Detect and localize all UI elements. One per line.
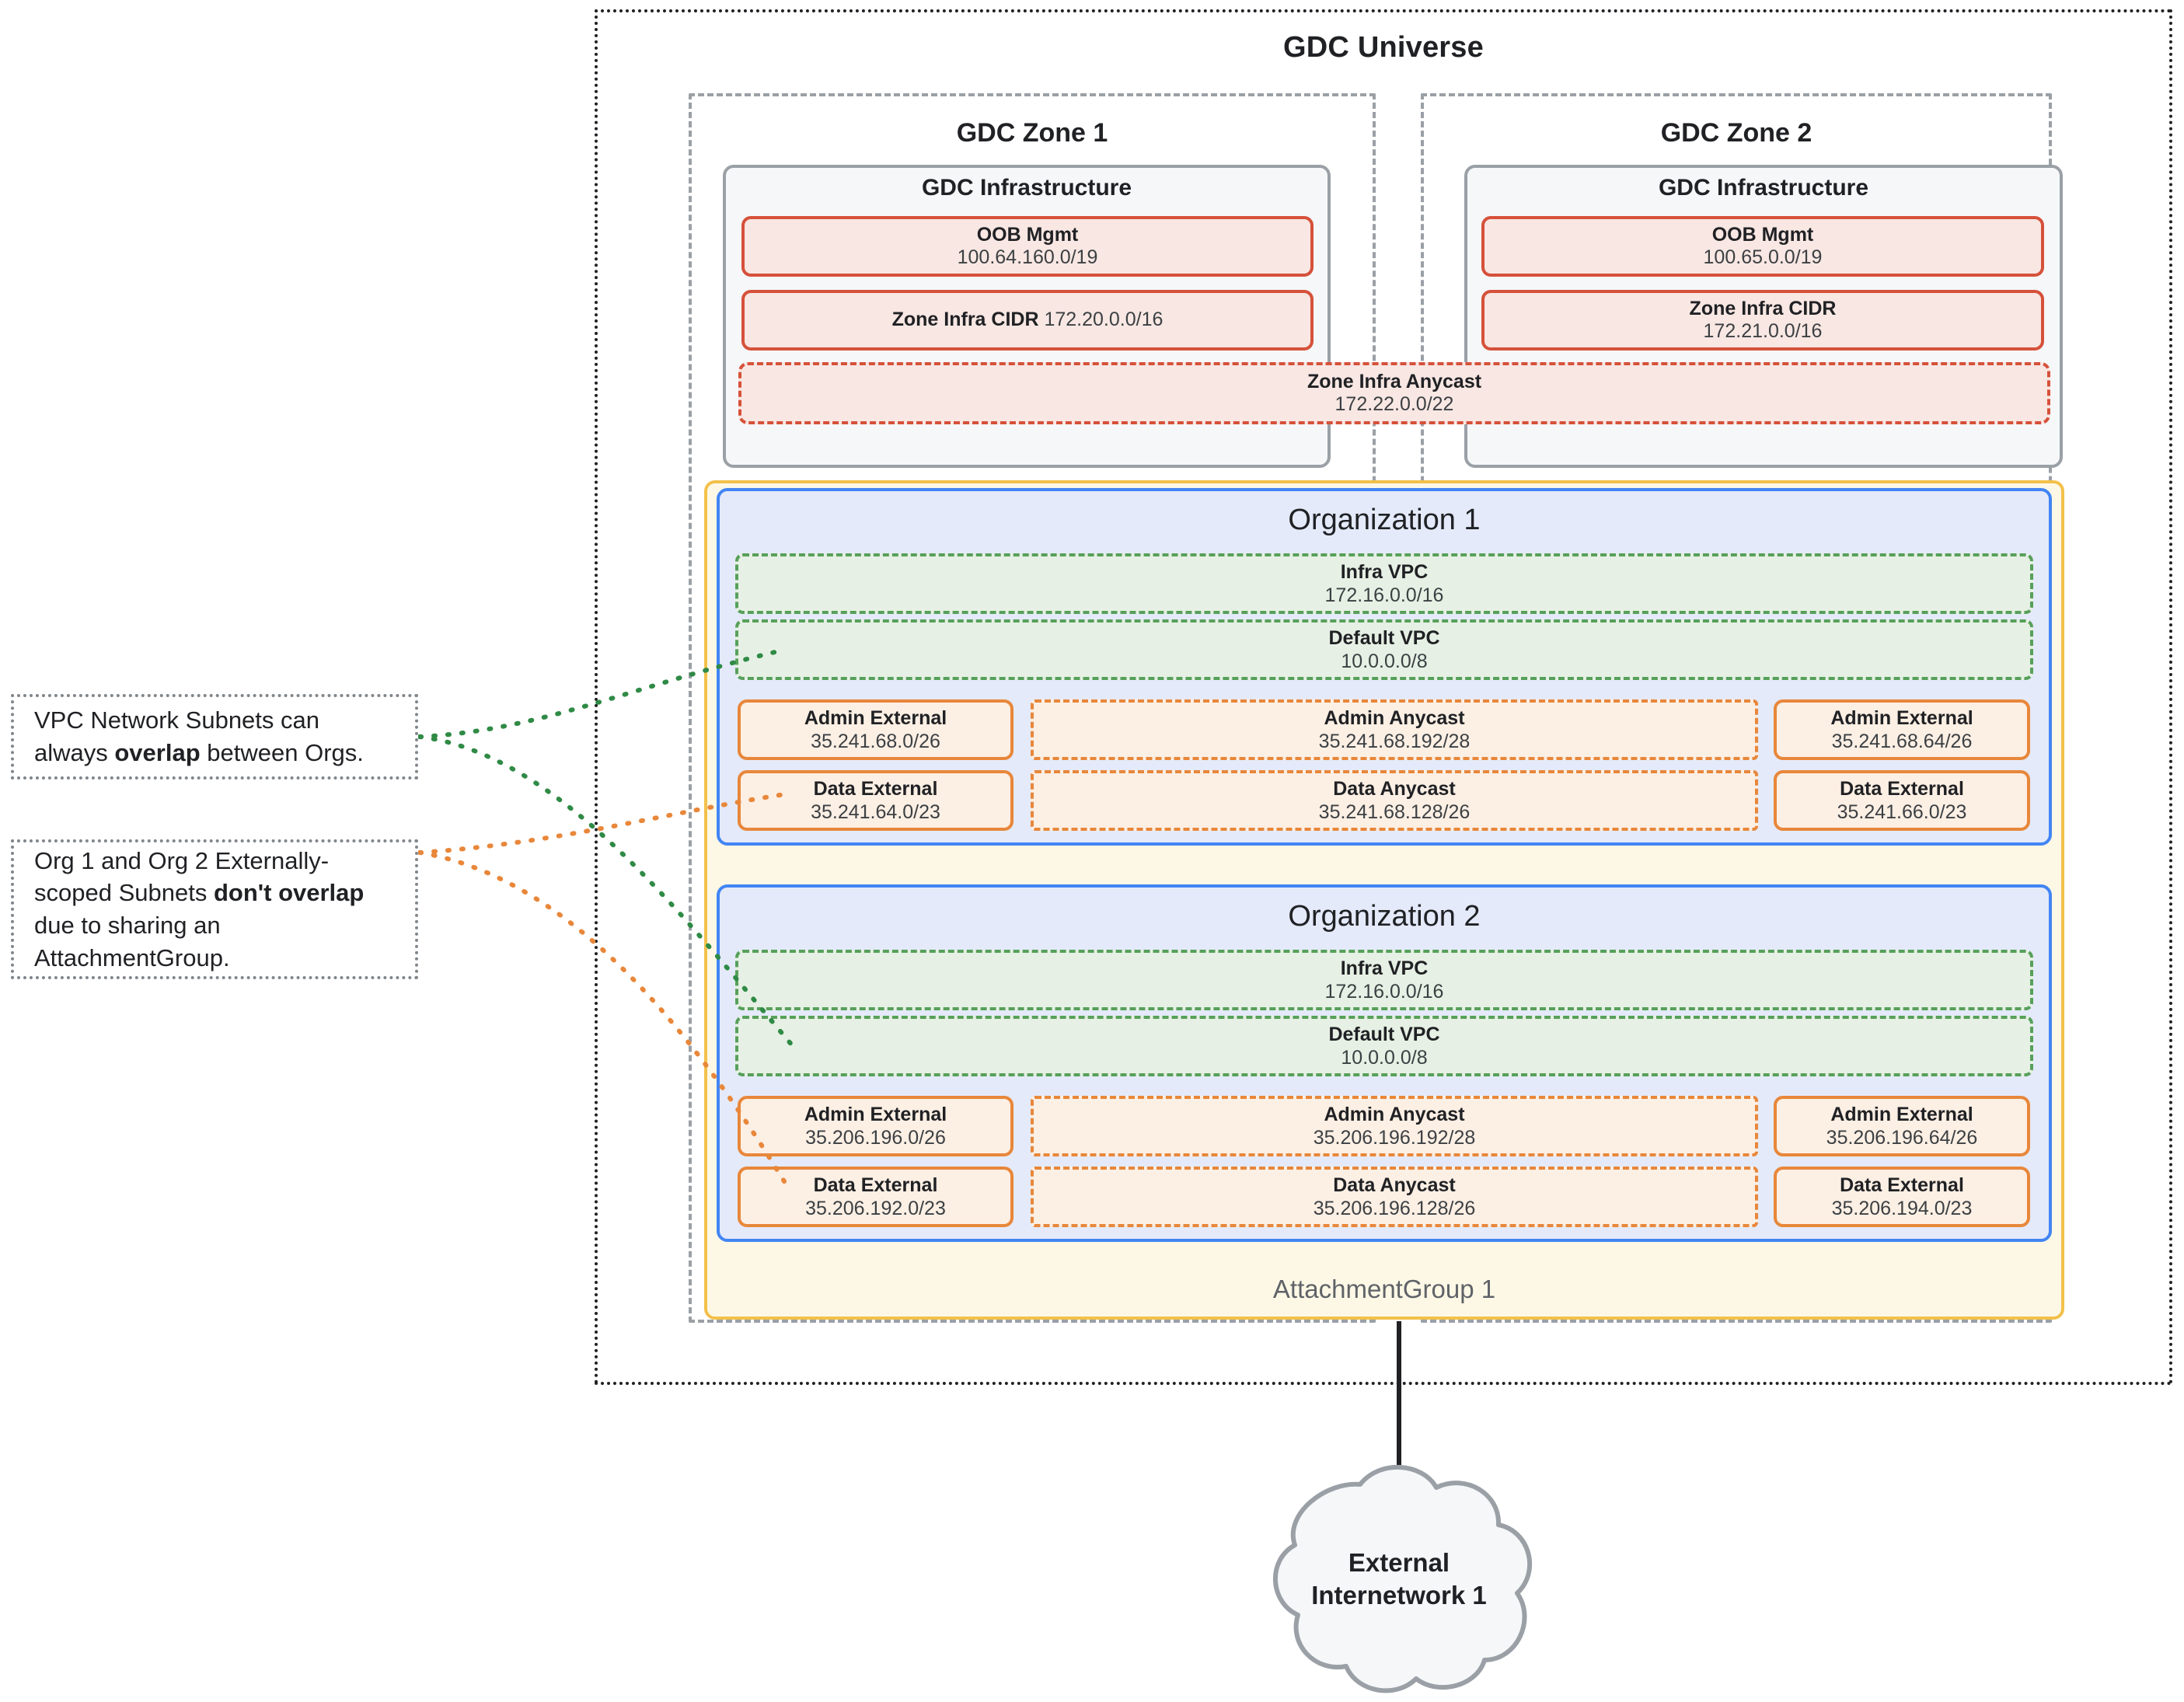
infra-vpc-label-org2: Infra VPC	[1340, 957, 1429, 979]
admin-anycast-label-org1: Admin Anycast	[1324, 707, 1465, 729]
admin-external-left-box-org2: Admin External 35.206.196.0/26	[738, 1096, 1014, 1156]
data-anycast-cidr-org1: 35.241.68.128/26	[1318, 801, 1471, 823]
organization-2-title: Organization 2	[1288, 900, 1481, 933]
gdc-universe-title: GDC Universe	[1283, 31, 1484, 64]
infra-vpc-label-org1: Infra VPC	[1340, 561, 1429, 583]
data-anycast-box-org2: Data Anycast 35.206.196.128/26	[1031, 1167, 1758, 1227]
external-internetwork-label-line2: Internetwork 1	[1311, 1581, 1487, 1610]
admin-anycast-label-org2: Admin Anycast	[1324, 1104, 1465, 1125]
external-internetwork-cloud	[1244, 1453, 1570, 1702]
gdc-infrastructure-title-zone2: GDC Infrastructure	[1658, 175, 1869, 201]
zone-infra-cidr-label-zone1: Zone Infra CIDR	[891, 309, 1039, 331]
admin-anycast-box-org1: Admin Anycast 35.241.68.192/28	[1031, 699, 1758, 760]
admin-external-left-cidr-org2: 35.206.196.0/26	[805, 1127, 946, 1149]
admin-external-right-label-org1: Admin External	[1830, 707, 1973, 729]
external-internetwork-label-line1: External	[1348, 1548, 1450, 1577]
oob-mgmt-box-zone1: OOB Mgmt 100.64.160.0/19	[741, 216, 1314, 277]
oob-mgmt-label-zone2: OOB Mgmt	[1711, 223, 1814, 246]
attachment-group-label: AttachmentGroup 1	[1272, 1275, 1496, 1303]
data-external-right-cidr-org1: 35.241.66.0/23	[1837, 801, 1967, 823]
data-external-left-box-org1: Data External 35.241.64.0/23	[738, 770, 1014, 831]
oob-mgmt-cidr-zone1: 100.64.160.0/19	[957, 246, 1098, 268]
admin-external-left-label-org2: Admin External	[804, 1104, 947, 1125]
data-external-right-box-org1: Data External 35.241.66.0/23	[1774, 770, 2030, 831]
infra-vpc-cidr-org1: 172.16.0.0/16	[1324, 584, 1444, 606]
default-vpc-label-org2: Default VPC	[1328, 1024, 1440, 1045]
callout-external-no-overlap: Org 1 and Org 2 Externally-scoped Subnet…	[11, 839, 418, 979]
zone-infra-cidr-box-zone2: Zone Infra CIDR 172.21.0.0/16	[1481, 290, 2044, 351]
callout-vpc-overlap-text: VPC Network Subnets can always overlap b…	[34, 706, 364, 766]
admin-external-right-box-org2: Admin External 35.206.196.64/26	[1774, 1096, 2030, 1156]
default-vpc-cidr-org2: 10.0.0.0/8	[1341, 1047, 1428, 1069]
data-external-left-label-org1: Data External	[813, 778, 938, 800]
admin-external-left-label-org1: Admin External	[804, 707, 947, 729]
default-vpc-box-org1: Default VPC 10.0.0.0/8	[735, 619, 2033, 680]
admin-anycast-box-org2: Admin Anycast 35.206.196.192/28	[1031, 1096, 1758, 1156]
admin-anycast-cidr-org1: 35.241.68.192/28	[1318, 731, 1471, 752]
external-internetwork-label: External Internetwork 1	[1244, 1547, 1554, 1612]
zone-infra-anycast-cidr: 172.22.0.0/22	[1334, 393, 1454, 415]
admin-external-right-cidr-org1: 35.241.68.64/26	[1831, 731, 1973, 752]
admin-anycast-cidr-org2: 35.206.196.192/28	[1313, 1127, 1476, 1149]
oob-mgmt-cidr-zone2: 100.65.0.0/19	[1703, 246, 1823, 268]
gdc-zone-2-title: GDC Zone 2	[1660, 118, 1812, 148]
data-external-right-label-org2: Data External	[1840, 1174, 1964, 1196]
infra-vpc-box-org2: Infra VPC 172.16.0.0/16	[735, 950, 2033, 1010]
data-anycast-box-org1: Data Anycast 35.241.68.128/26	[1031, 770, 1758, 831]
organization-1-title: Organization 1	[1288, 504, 1481, 536]
infra-vpc-cidr-org2: 172.16.0.0/16	[1324, 981, 1444, 1003]
data-anycast-label-org1: Data Anycast	[1333, 778, 1456, 800]
cloud-shape	[1273, 1465, 1532, 1693]
data-anycast-cidr-org2: 35.206.196.128/26	[1313, 1198, 1476, 1219]
admin-external-left-cidr-org1: 35.241.68.0/26	[811, 731, 940, 752]
admin-external-right-cidr-org2: 35.206.196.64/26	[1826, 1127, 1978, 1149]
default-vpc-box-org2: Default VPC 10.0.0.0/8	[735, 1016, 2033, 1076]
callout-external-no-overlap-text: Org 1 and Org 2 Externally-scoped Subnet…	[34, 846, 365, 971]
zone-infra-cidr-label-zone2: Zone Infra CIDR	[1689, 297, 1837, 319]
oob-mgmt-label-zone1: OOB Mgmt	[976, 223, 1079, 246]
zone-infra-anycast-box: Zone Infra Anycast 172.22.0.0/22	[738, 362, 2050, 424]
admin-external-right-box-org1: Admin External 35.241.68.64/26	[1774, 699, 2030, 760]
zone-infra-cidr-value-zone1: 172.20.0.0/16	[1044, 309, 1164, 331]
zone-infra-cidr-box-zone1: Zone Infra CIDR 172.20.0.0/16	[741, 290, 1314, 351]
data-external-right-label-org1: Data External	[1840, 778, 1964, 800]
callout-vpc-overlap: VPC Network Subnets can always overlap b…	[11, 694, 418, 780]
infra-vpc-box-org1: Infra VPC 172.16.0.0/16	[735, 553, 2033, 614]
data-anycast-label-org2: Data Anycast	[1333, 1174, 1456, 1196]
data-external-left-box-org2: Data External 35.206.192.0/23	[738, 1167, 1014, 1227]
gdc-infrastructure-title-zone1: GDC Infrastructure	[921, 175, 1132, 201]
zone-infra-cidr-value-zone2: 172.21.0.0/16	[1703, 320, 1823, 342]
oob-mgmt-box-zone2: OOB Mgmt 100.65.0.0/19	[1481, 216, 2044, 277]
data-external-left-label-org2: Data External	[813, 1174, 938, 1196]
zone-infra-anycast-label: Zone Infra Anycast	[1307, 370, 1482, 392]
default-vpc-label-org1: Default VPC	[1328, 627, 1440, 649]
gdc-zone-1-title: GDC Zone 1	[956, 118, 1108, 148]
default-vpc-cidr-org1: 10.0.0.0/8	[1341, 650, 1428, 672]
data-external-right-box-org2: Data External 35.206.194.0/23	[1774, 1167, 2030, 1227]
data-external-left-cidr-org2: 35.206.192.0/23	[805, 1198, 946, 1219]
admin-external-right-label-org2: Admin External	[1830, 1104, 1973, 1125]
admin-external-left-box-org1: Admin External 35.241.68.0/26	[738, 699, 1014, 760]
data-external-left-cidr-org1: 35.241.64.0/23	[811, 801, 940, 823]
data-external-right-cidr-org2: 35.206.194.0/23	[1831, 1198, 1973, 1219]
